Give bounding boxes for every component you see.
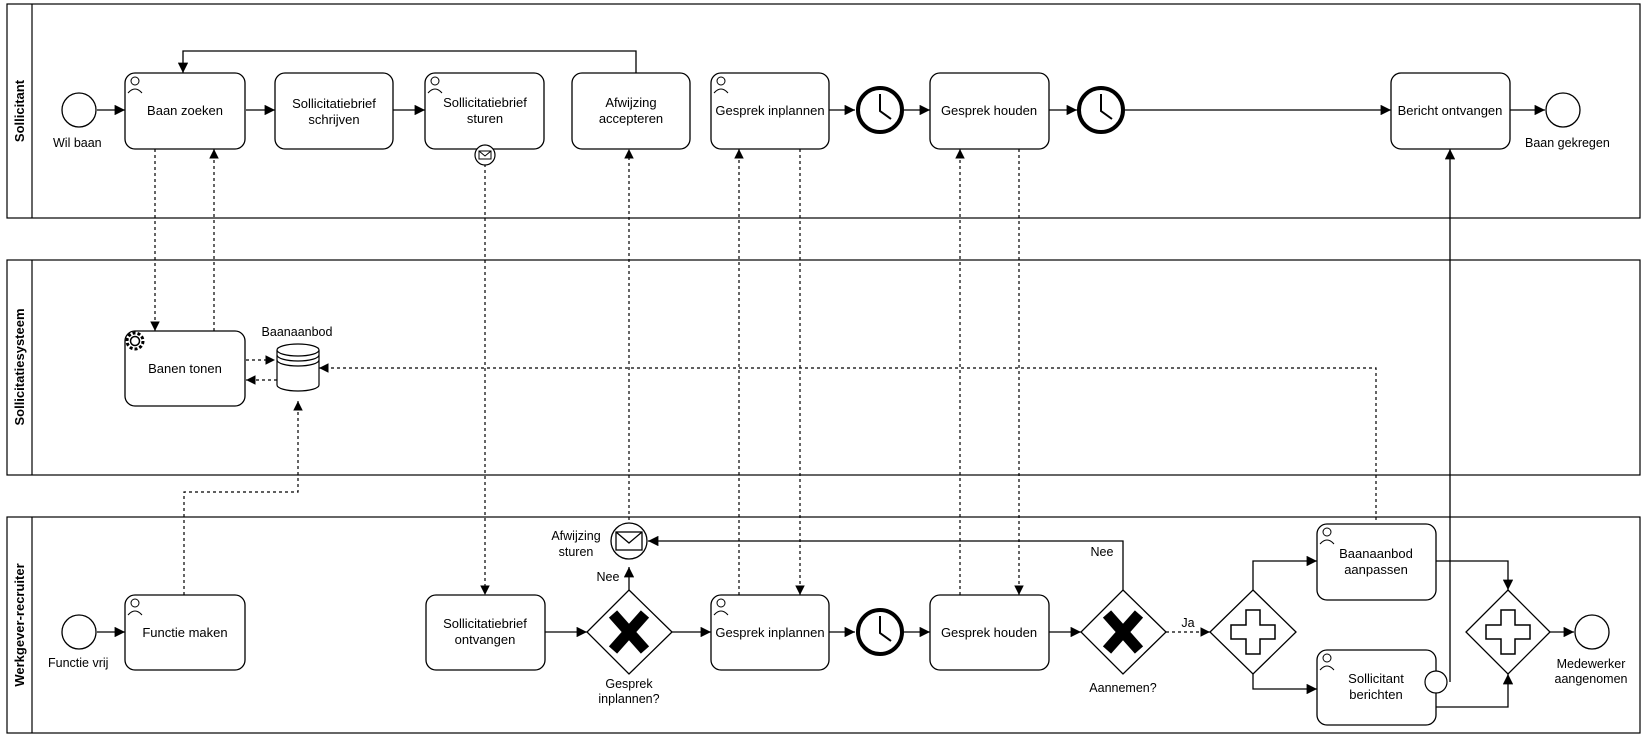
task-label-line-1: Sollicitant [1348,671,1404,686]
gateway-label-line-1: Gesprek [605,677,653,691]
task-baan-zoeken[interactable]: Baan zoeken [124,72,246,150]
task-sollicitatiebrief-ontvangen[interactable]: Sollicitatiebrief ontvangen [425,594,546,671]
datastore-baanaanbod[interactable] [276,343,320,392]
x-icon [1102,610,1144,654]
event-label-baan-gekregen: Baan gekregen [1525,136,1610,150]
task-label-line-2: aanpassen [1344,562,1408,577]
pool-sollicitant[interactable]: Sollicitant [6,3,1641,219]
task-label-line-1: Sollicitatiebrief [443,95,527,110]
task-label: Gesprek inplannen [715,625,824,640]
task-label-line-1: Afwijzing [605,95,656,110]
user-icon [713,598,729,616]
user-icon [127,598,143,616]
gear-icon [125,331,145,351]
clock-icon [879,616,892,642]
pool-label-werkgever-recruiter: Werkgever-recruiter [12,563,27,686]
parallel-gateway-join[interactable] [1465,589,1551,675]
timer-event-2[interactable] [1077,86,1125,134]
event-label-medewerker-line-2: aangenomen [1555,672,1628,686]
task-banen-tonen[interactable]: Banen tonen [124,330,246,407]
task-label-line-2: sturen [467,111,503,126]
task-afwijzing-accepteren[interactable]: Afwijzing accepteren [571,72,691,150]
pool-werkgever-recruiter[interactable]: Werkgever-recruiter [6,516,1641,734]
task-label-line-1: Sollicitatiebrief [292,96,376,111]
gateway-label-line-2: inplannen? [598,692,659,706]
end-event-medewerker-aangenomen[interactable] [1574,614,1610,650]
boundary-message-event[interactable] [474,144,496,166]
task-label: Functie maken [142,625,227,640]
task-label-line-2: berichten [1349,687,1402,702]
event-label-afwijzing-line-2: sturen [559,545,594,559]
task-label: Bericht ontvangen [1398,103,1503,118]
boundary-event-sollicitant-berichten[interactable] [1424,670,1448,694]
gateway-label-aannemen: Aannemen? [1089,681,1156,695]
task-gesprek-houden-top[interactable]: Gesprek houden [929,72,1050,150]
task-label: Baan zoeken [147,103,223,118]
task-label-line-2: accepteren [599,111,663,126]
exclusive-gateway-gesprek-inplannen[interactable] [586,589,673,675]
task-sollicitatiebrief-sturen[interactable]: Sollicitatiebrief sturen [424,72,545,150]
user-icon [127,76,143,94]
task-label-line-2: schrijven [308,112,359,127]
message-flows [150,149,1377,595]
flow-label-nee-1: Nee [597,570,620,584]
task-sollicitatiebrief-schrijven[interactable]: Sollicitatiebrief schrijven [274,72,394,150]
x-icon [608,610,650,654]
sequence-flows [97,50,1574,708]
task-sollicitant-berichten[interactable]: Sollicitant berichten [1316,649,1437,726]
user-icon [427,76,443,94]
event-label-functie-vrij: Functie vrij [48,656,108,670]
user-icon [713,76,729,94]
task-label: Gesprek inplannen [715,103,824,118]
task-bericht-ontvangen[interactable]: Bericht ontvangen [1390,72,1511,150]
envelope-icon [478,150,492,160]
task-label: Gesprek houden [941,103,1037,118]
task-label: Banen tonen [148,361,222,376]
message-event-afwijzing-sturen[interactable] [610,522,648,560]
event-label-wil-baan: Wil baan [53,136,102,150]
user-icon [1319,527,1335,545]
clock-icon [1100,94,1113,120]
task-label-line-2: ontvangen [455,632,516,647]
pool-label-sollicitatiesysteem: Sollicitatiesysteem [12,308,27,425]
task-label: Gesprek houden [941,625,1037,640]
plus-icon [1230,609,1276,655]
task-gesprek-inplannen-top[interactable]: Gesprek inplannen [710,72,830,150]
event-label-afwijzing-line-1: Afwijzing [551,529,600,543]
user-icon [1319,653,1335,671]
timer-event-1[interactable] [856,86,904,134]
timer-event-3[interactable] [856,608,904,656]
task-functie-maken[interactable]: Functie maken [124,594,246,671]
task-baanaanbod-aanpassen[interactable]: Baanaanbod aanpassen [1316,523,1437,601]
flow-label-nee-2: Nee [1091,545,1114,559]
start-event-wil-baan[interactable] [61,92,97,128]
start-event-functie-vrij[interactable] [61,614,97,650]
task-label-line-1: Sollicitatiebrief [443,616,527,631]
datastore-label: Baanaanbod [262,325,333,339]
task-label-line-1: Baanaanbod [1339,546,1413,561]
pool-sollicitatiesysteem[interactable]: Sollicitatiesysteem [6,259,1641,476]
task-gesprek-inplannen-bottom[interactable]: Gesprek inplannen [710,594,830,671]
event-label-medewerker-line-1: Medewerker [1557,657,1626,671]
flow-label-ja: Ja [1181,616,1194,630]
envelope-icon [615,531,643,551]
end-event-baan-gekregen[interactable] [1545,92,1581,128]
clock-icon [879,94,892,120]
task-gesprek-houden-bottom[interactable]: Gesprek houden [929,594,1050,671]
parallel-gateway-split[interactable] [1209,589,1297,675]
exclusive-gateway-aannemen[interactable] [1080,589,1167,675]
plus-icon [1485,609,1531,655]
pool-label-sollicitant: Sollicitant [12,79,27,142]
